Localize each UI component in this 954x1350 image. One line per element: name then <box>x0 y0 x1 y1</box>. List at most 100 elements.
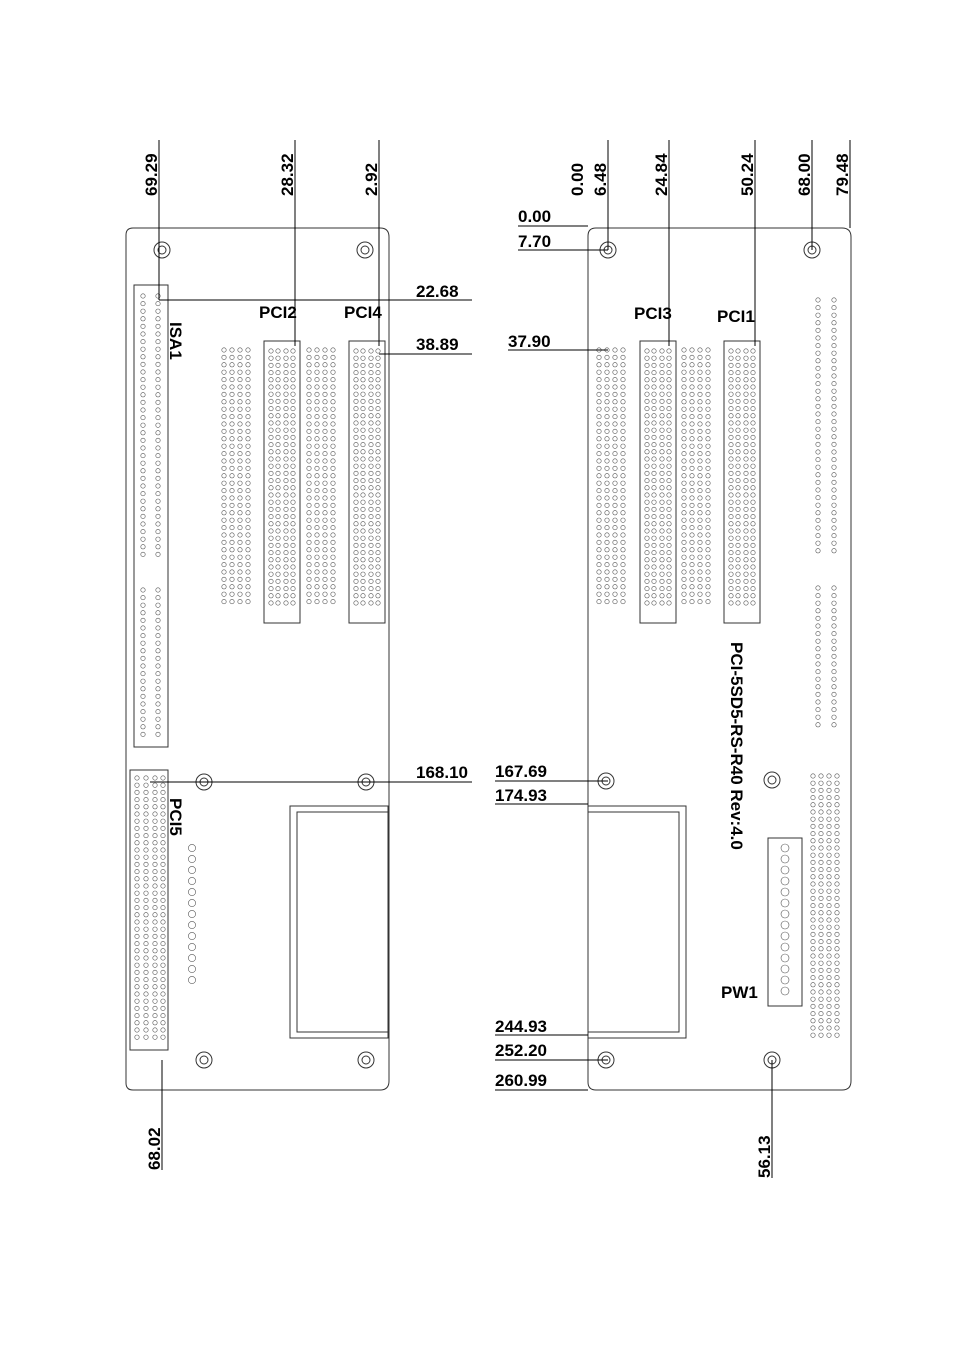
pin <box>275 442 281 448</box>
pin <box>596 362 602 368</box>
pin <box>644 535 650 541</box>
pin <box>612 547 618 553</box>
pin <box>612 569 618 575</box>
pin <box>245 547 251 553</box>
pin <box>283 463 289 469</box>
pin <box>651 449 657 455</box>
pin <box>306 436 312 442</box>
pin <box>612 576 618 582</box>
pin <box>155 506 161 512</box>
pin <box>290 449 296 455</box>
pin <box>155 430 161 436</box>
pin <box>666 456 672 462</box>
dim-79-48: 79.48 <box>833 153 852 196</box>
pin <box>689 488 695 494</box>
pin <box>353 413 359 419</box>
pin <box>596 473 602 479</box>
pin <box>596 406 602 412</box>
dim-28-32: 28.32 <box>278 153 297 196</box>
pin <box>659 550 665 556</box>
pin <box>810 903 816 909</box>
pin <box>155 293 161 299</box>
pin <box>155 633 161 639</box>
pin <box>815 343 821 349</box>
pin <box>275 478 281 484</box>
pin <box>815 441 821 447</box>
pin <box>834 845 840 851</box>
pin <box>689 443 695 449</box>
pin <box>306 406 312 412</box>
pin <box>245 539 251 545</box>
pin <box>735 492 741 498</box>
pin <box>353 463 359 469</box>
pin <box>314 547 320 553</box>
pin <box>283 571 289 577</box>
pin <box>143 782 149 788</box>
pin <box>620 436 626 442</box>
pin <box>314 369 320 375</box>
pin <box>666 499 672 505</box>
pin <box>140 731 146 737</box>
pin <box>375 492 381 498</box>
pin <box>659 528 665 534</box>
pin <box>306 354 312 360</box>
pin <box>666 442 672 448</box>
pin <box>160 869 166 875</box>
pin <box>155 491 161 497</box>
pin <box>143 876 149 882</box>
pin <box>245 421 251 427</box>
pin <box>140 709 146 715</box>
pin <box>322 399 328 405</box>
pin <box>221 369 227 375</box>
pin <box>815 411 821 417</box>
pin <box>596 399 602 405</box>
pin <box>743 434 749 440</box>
pin <box>750 470 756 476</box>
pin <box>780 898 790 908</box>
pin <box>368 370 374 376</box>
pin <box>815 699 821 705</box>
pin <box>620 510 626 516</box>
pin <box>368 521 374 527</box>
pin <box>290 485 296 491</box>
pin <box>375 571 381 577</box>
pin <box>728 571 734 577</box>
pin <box>743 478 749 484</box>
pin <box>689 547 695 553</box>
pin <box>743 370 749 376</box>
pin <box>268 521 274 527</box>
pin <box>314 584 320 590</box>
pin <box>831 510 837 516</box>
pin <box>353 427 359 433</box>
pin <box>834 903 840 909</box>
pin <box>651 514 657 520</box>
pin <box>375 362 381 368</box>
pin <box>360 593 366 599</box>
pin <box>188 932 196 940</box>
pin <box>306 414 312 420</box>
pin <box>659 442 665 448</box>
pin <box>834 924 840 930</box>
pin <box>697 421 703 427</box>
pin <box>368 478 374 484</box>
pin <box>283 492 289 498</box>
pin <box>368 449 374 455</box>
pin <box>697 562 703 568</box>
pin <box>666 542 672 548</box>
pin <box>360 564 366 570</box>
pin <box>360 456 366 462</box>
label-pci3: PCI3 <box>634 304 672 323</box>
pin <box>681 391 687 397</box>
pin <box>155 709 161 715</box>
pin <box>651 571 657 577</box>
pin <box>644 557 650 563</box>
pin <box>818 852 824 858</box>
pin <box>221 399 227 405</box>
pin <box>651 420 657 426</box>
pin <box>237 532 243 538</box>
pin <box>375 557 381 563</box>
pin <box>268 434 274 440</box>
pin <box>353 550 359 556</box>
pin <box>314 451 320 457</box>
pin <box>735 442 741 448</box>
